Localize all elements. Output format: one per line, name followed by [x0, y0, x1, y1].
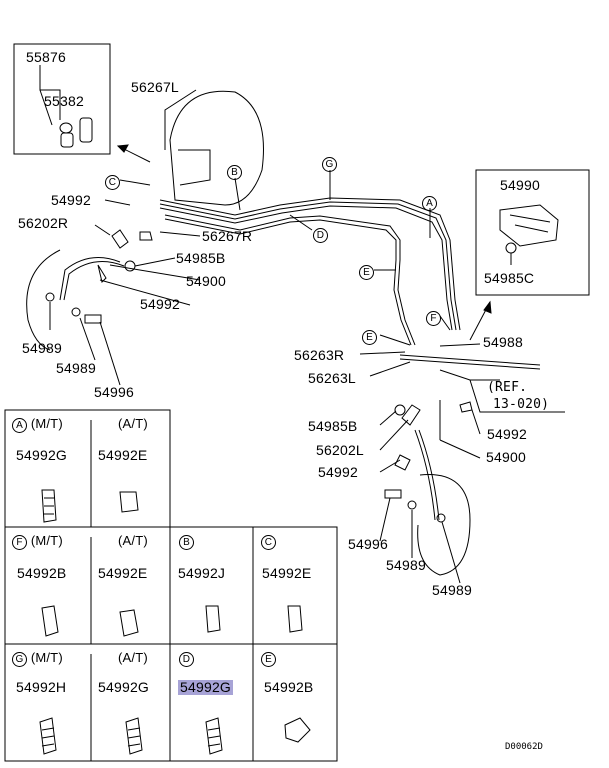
table-cell-b-header: B [179, 533, 194, 550]
part-label-54988: 54988 [483, 334, 523, 350]
table-part-54992E: 54992E [98, 565, 148, 581]
table-cell-g-at-header: (A/T) [118, 650, 148, 665]
table-part-54992B: 54992B [17, 565, 67, 581]
table-cell-d-header: D [179, 650, 194, 667]
callout-c: C [105, 173, 120, 190]
table-cell-f-at-header: (A/T) [118, 533, 148, 548]
part-label-54992: 54992 [318, 464, 358, 480]
table-part-54992B: 54992B [264, 679, 314, 695]
part-label-55876: 55876 [26, 49, 66, 65]
callout-e: E [362, 328, 377, 345]
part-label-56202R: 56202R [18, 215, 69, 231]
table-part-54992G: 54992G [16, 447, 68, 463]
callout-e: E [359, 263, 374, 280]
part-label-54989: 54989 [386, 557, 426, 573]
part-label-56263R: 56263R [294, 347, 345, 363]
part-label-56263L: 56263L [308, 370, 356, 386]
table-cell-g-mt-header: G (M/T) [12, 650, 63, 667]
part-label-55382: 55382 [44, 93, 84, 109]
table-row-3 [4, 643, 338, 762]
part-label-54992: 54992 [140, 296, 180, 312]
part-label-54989: 54989 [22, 340, 62, 356]
table-part-54992J: 54992J [178, 565, 226, 581]
part-label-54985C: 54985C [484, 270, 535, 286]
part-label-54996: 54996 [348, 536, 388, 552]
part-label-54989: 54989 [432, 582, 472, 598]
part-label-54900: 54900 [186, 273, 226, 289]
part-label-54996: 54996 [94, 384, 134, 400]
part-label-56267L: 56267L [131, 79, 179, 95]
callout-g: G [322, 155, 337, 172]
diagram-code: D00062D [505, 742, 543, 752]
callout-f: F [426, 309, 441, 326]
table-cell-c-header: C [261, 533, 276, 550]
table-part-54992E: 54992E [262, 565, 312, 581]
table-part-54992E: 54992E [98, 447, 148, 463]
table-part-54992H: 54992H [16, 679, 67, 695]
part-label-56267R: 56267R [202, 228, 253, 244]
part-label-56202L: 56202L [316, 442, 364, 458]
part-label-54985B: 54985B [176, 250, 226, 266]
callout-a: A [422, 194, 437, 211]
inset-box-right [475, 169, 590, 296]
table-cell-a-at-header: (A/T) [118, 416, 148, 431]
part-label-54992: 54992 [487, 426, 527, 442]
part-label-54990: 54990 [500, 177, 540, 193]
callout-b: B [227, 163, 242, 180]
table-cell-a-mt-header: A (M/T) [12, 416, 63, 433]
table-cell-e-header: E [261, 650, 276, 667]
part-label-54989: 54989 [56, 360, 96, 376]
reference-label: (REF. [487, 380, 528, 395]
part-label-54900: 54900 [486, 449, 526, 465]
part-label-54992: 54992 [51, 192, 91, 208]
table-cell-f-mt-header: F (M/T) [12, 533, 63, 550]
table-part-54992G: 54992G [98, 679, 150, 695]
part-label-54985B: 54985B [308, 418, 358, 434]
reference-section: 13-020) [493, 397, 550, 412]
inset-box-left [13, 43, 111, 155]
callout-d: D [313, 226, 328, 243]
table-part-54992G-highlighted[interactable]: 54992G [178, 679, 234, 695]
